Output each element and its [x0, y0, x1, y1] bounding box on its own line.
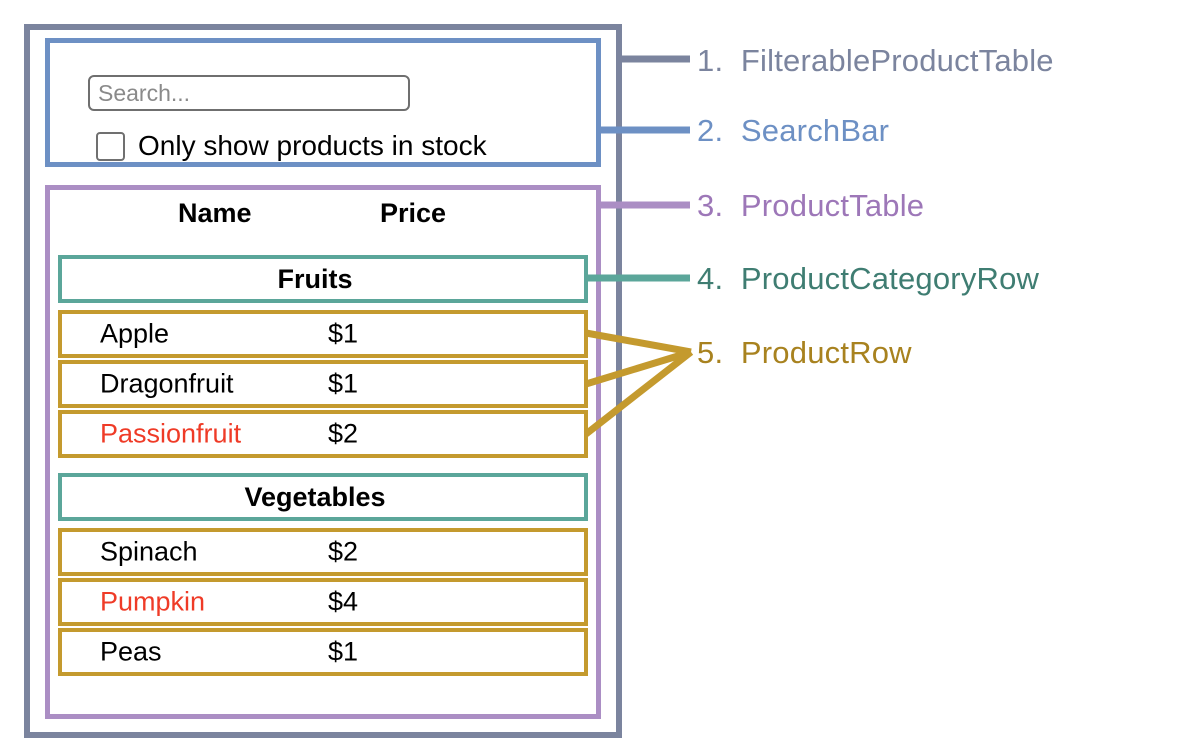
product-row: Pumpkin $4 [58, 578, 588, 626]
legend-label: ProductCategoryRow [740, 261, 1040, 296]
product-price: $4 [328, 586, 359, 617]
in-stock-checkbox-label: Only show products in stock [138, 130, 487, 161]
legend-label: FilterableProductTable [740, 43, 1054, 78]
product-price: $2 [328, 536, 359, 567]
in-stock-filter-row[interactable]: Only show products in stock [96, 128, 566, 164]
legend-item-product-category-row: 4. ProductCategoryRow [697, 263, 1039, 294]
product-price: $1 [328, 636, 359, 667]
product-row: Dragonfruit $1 [58, 360, 588, 408]
in-stock-checkbox[interactable] [96, 131, 125, 161]
product-category-label: Vegetables [244, 481, 386, 512]
legend-item-filterable-product-table: 1. FilterableProductTable [697, 45, 1054, 76]
legend-number: 5. [697, 335, 733, 370]
legend-number: 1. [697, 43, 733, 78]
product-name: Peas [100, 636, 162, 667]
product-price: $1 [328, 318, 359, 349]
product-category-row: Vegetables [58, 473, 588, 521]
product-name: Passionfruit [100, 418, 242, 449]
legend-number: 3. [697, 188, 733, 223]
product-category-label: Fruits [277, 263, 353, 294]
product-price: $2 [328, 418, 359, 449]
product-name: Apple [100, 318, 170, 349]
legend-number: 4. [697, 261, 733, 296]
product-table-header: Name Price [58, 198, 588, 238]
product-name: Pumpkin [100, 586, 206, 617]
product-row: Peas $1 [58, 628, 588, 676]
legend-label: ProductRow [740, 335, 912, 370]
search-input[interactable] [88, 75, 410, 111]
product-row: Passionfruit $2 [58, 410, 588, 458]
column-header-name: Name [178, 198, 252, 228]
product-row: Apple $1 [58, 310, 588, 358]
legend-item-search-bar: 2. SearchBar [697, 115, 889, 146]
legend-item-product-row: 5. ProductRow [697, 337, 912, 368]
product-row: Spinach $2 [58, 528, 588, 576]
product-name: Spinach [100, 536, 198, 567]
legend-label: SearchBar [740, 113, 890, 148]
legend-item-product-table: 3. ProductTable [697, 190, 924, 221]
product-category-row: Fruits [58, 255, 588, 303]
legend-number: 2. [697, 113, 733, 148]
product-price: $1 [328, 368, 359, 399]
column-header-price: Price [380, 198, 447, 228]
product-name: Dragonfruit [100, 368, 234, 399]
legend-label: ProductTable [740, 188, 925, 223]
